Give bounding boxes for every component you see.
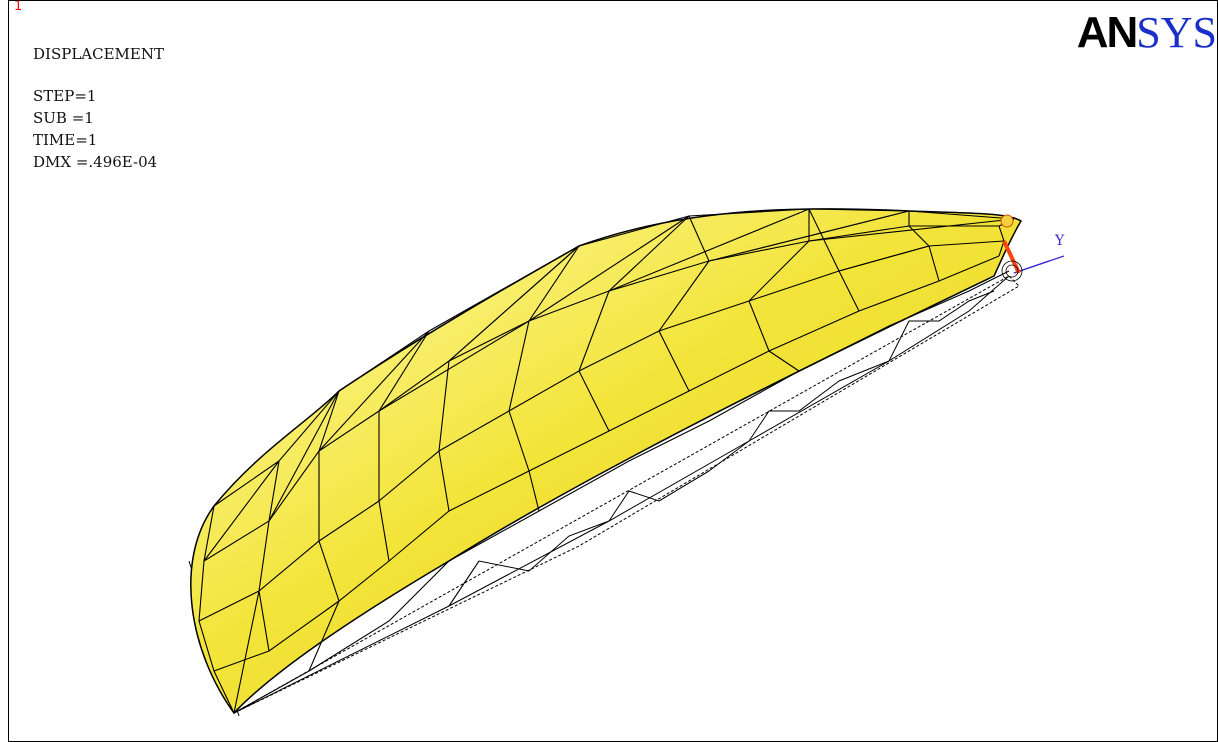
element-mesh [198,208,1015,714]
window-number: 1 [14,0,23,14]
info-sub: SUB =1 [33,109,94,127]
triad-y-label: Y [1055,233,1065,249]
result-title: DISPLACEMENT [33,45,164,63]
graphics-window[interactable]: 1 ANSYS DISPLACEMENT STEP=1 SUB =1 TIME=… [8,0,1218,742]
model-plot[interactable] [9,1,1218,742]
info-time: TIME=1 [33,131,98,149]
view-triad [1000,214,1065,282]
ansys-logo: ANSYS [1077,11,1217,55]
deformed-shape [190,207,1023,715]
logo-part-an: AN [1076,8,1139,57]
info-step: STEP=1 [33,87,97,105]
info-dmx: DMX =.496E-04 [33,153,158,171]
undeformed-shape [188,275,1020,717]
logo-part-sys: SYS [1136,8,1217,57]
